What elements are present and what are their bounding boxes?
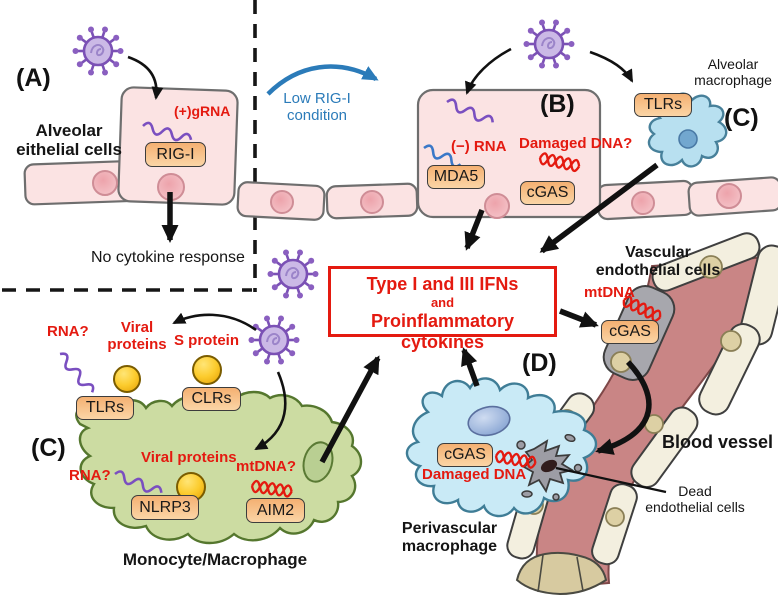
rna-question-label: RNA?	[47, 323, 89, 340]
macrophage-nucleus	[678, 129, 698, 149]
virus-entry-arrow	[172, 312, 257, 332]
panel-c-monocyte-label: (C)	[31, 434, 66, 462]
macrophage-nucleus	[467, 405, 511, 437]
ifn-cytokine-box: Type I and III IFNs and Proinflammatory …	[328, 266, 557, 352]
signal-arrow	[539, 162, 659, 254]
no-cytokine-response-label: No cytokine response	[91, 249, 245, 266]
mtdna-question-label: mtDNA?	[236, 458, 296, 475]
mda5-sensor-box: MDA5	[427, 165, 485, 189]
low-rig-i-condition-label: Low RIG-I condition	[283, 90, 351, 124]
grna-label: (+)gRNA	[174, 103, 231, 119]
damaged-dna-question-label: Damaged DNA?	[519, 135, 633, 152]
panel-b-label: (B)	[540, 90, 575, 118]
panel-a-label: (A)	[16, 64, 51, 92]
aim2-sensor-box: AIM2	[246, 498, 305, 523]
virus-icon	[247, 314, 301, 366]
nlrp3-sensor-box: NLRP3	[131, 495, 199, 520]
virus-entry-arrow	[589, 50, 634, 83]
vessel-bottom-seams	[537, 554, 584, 593]
cgas-vessel-box: cGAS	[601, 320, 659, 344]
ifn-line2: and	[430, 294, 455, 310]
virus-entry-arrow	[127, 55, 164, 100]
dead-cells-pointer-line	[555, 466, 667, 494]
blood-vessel-label: Blood vessel	[662, 432, 774, 452]
arrows	[127, 47, 667, 494]
panel-c-top-label: (C)	[724, 104, 759, 132]
s-protein-label: S protein	[174, 332, 240, 349]
cgas-macrophage-box: cGAS	[437, 443, 493, 467]
engulfment-arrow	[595, 360, 652, 455]
dead-endothelial-cells-label: Dead endothelial cells	[645, 483, 745, 515]
mtdna-label: mtDNA	[584, 284, 635, 301]
viral-proteins-inner-label: Viral proteins	[141, 449, 237, 466]
vascular-endothelial-label: Vascular endothelial cells	[595, 244, 721, 279]
virus-icon	[266, 248, 320, 300]
virus-icon	[71, 25, 125, 77]
dashed-divider	[2, 0, 257, 292]
virus-entry-arrow	[254, 371, 287, 451]
rna-squiggle-icon	[55, 349, 97, 397]
viral-proteins-label: Viral proteins	[107, 319, 167, 353]
clrs-sensor-box: CLRs	[182, 387, 241, 411]
alveolar-macrophage-label: Alveolar macrophage	[694, 56, 772, 88]
signal-arrow	[464, 208, 485, 251]
alveolar-epithelial-label: Alveolar eithelial cells	[16, 121, 122, 160]
ifn-line1: Type I and III IFNs	[366, 274, 519, 294]
rna-question-inner-label: RNA?	[69, 467, 111, 484]
minus-rna-label: (−) RNA	[451, 138, 507, 155]
cgas-sensor-box: cGAS	[520, 181, 575, 205]
damaged-dna-label: Damaged DNA	[422, 466, 527, 483]
tlrs-sensor-box: TLRs	[634, 93, 692, 117]
signal-arrow	[559, 308, 599, 328]
rig-i-sensor-box: RIG-I	[145, 142, 206, 167]
monocyte-macrophage-label: Monocyte/Macrophage	[122, 550, 308, 569]
ifn-line3: Proinflammatory cytokines	[370, 310, 515, 353]
virus-icon	[522, 18, 576, 70]
epithelial-nuclei	[92, 170, 742, 219]
tlrs-monocyte-box: TLRs	[76, 396, 134, 420]
signal-arrow	[461, 347, 480, 387]
virus-entry-arrow	[465, 47, 512, 95]
low-rig-i-transition-arrow	[266, 64, 379, 96]
signal-arrow	[319, 355, 381, 464]
panel-d-label: (D)	[522, 349, 557, 377]
perivascular-macrophage-label: Perivascular macrophage	[401, 520, 498, 555]
